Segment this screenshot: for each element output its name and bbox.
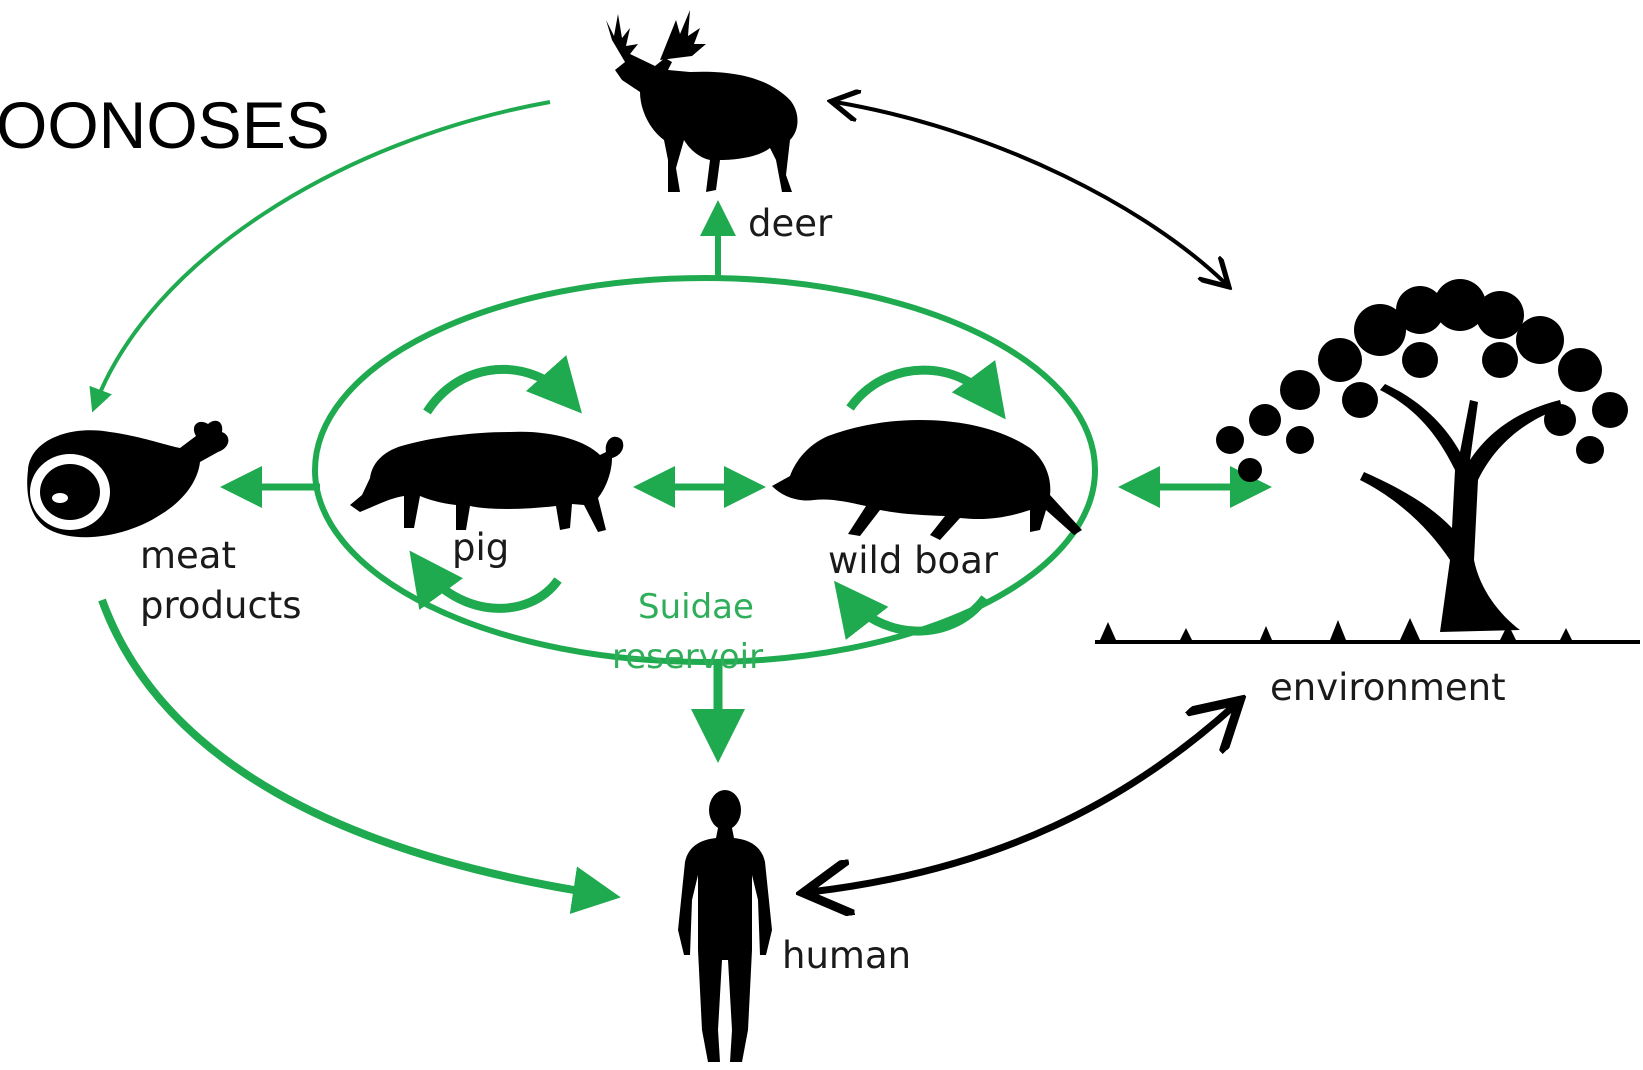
label-environment: environment xyxy=(1270,666,1506,709)
page-title: OONOSES xyxy=(0,88,330,162)
cycle-arrow-boar-top xyxy=(850,370,995,408)
label-wild-boar: wild boar xyxy=(828,539,999,582)
arrow-human-environment xyxy=(810,705,1235,892)
tree-icon xyxy=(1095,279,1640,644)
label-deer: deer xyxy=(748,202,833,245)
deer-icon xyxy=(606,10,798,192)
label-human: human xyxy=(782,934,911,977)
meat-icon xyxy=(27,421,228,537)
cycle-arrow-pig-bottom xyxy=(420,565,558,608)
human-icon xyxy=(678,790,772,1062)
label-reservoir-line2: reservoir xyxy=(612,637,763,677)
label-meat-line2: products xyxy=(140,584,302,627)
cycle-arrow-boar-bottom xyxy=(845,595,985,631)
pig-icon xyxy=(350,432,623,532)
arrow-deer-environment xyxy=(835,102,1226,284)
wild-boar-icon xyxy=(772,420,1082,540)
label-meat-line1: meat xyxy=(140,534,236,577)
label-pig: pig xyxy=(452,526,509,569)
cycle-arrow-pig-top xyxy=(427,369,570,412)
label-reservoir-line1: Suidae xyxy=(638,587,754,627)
